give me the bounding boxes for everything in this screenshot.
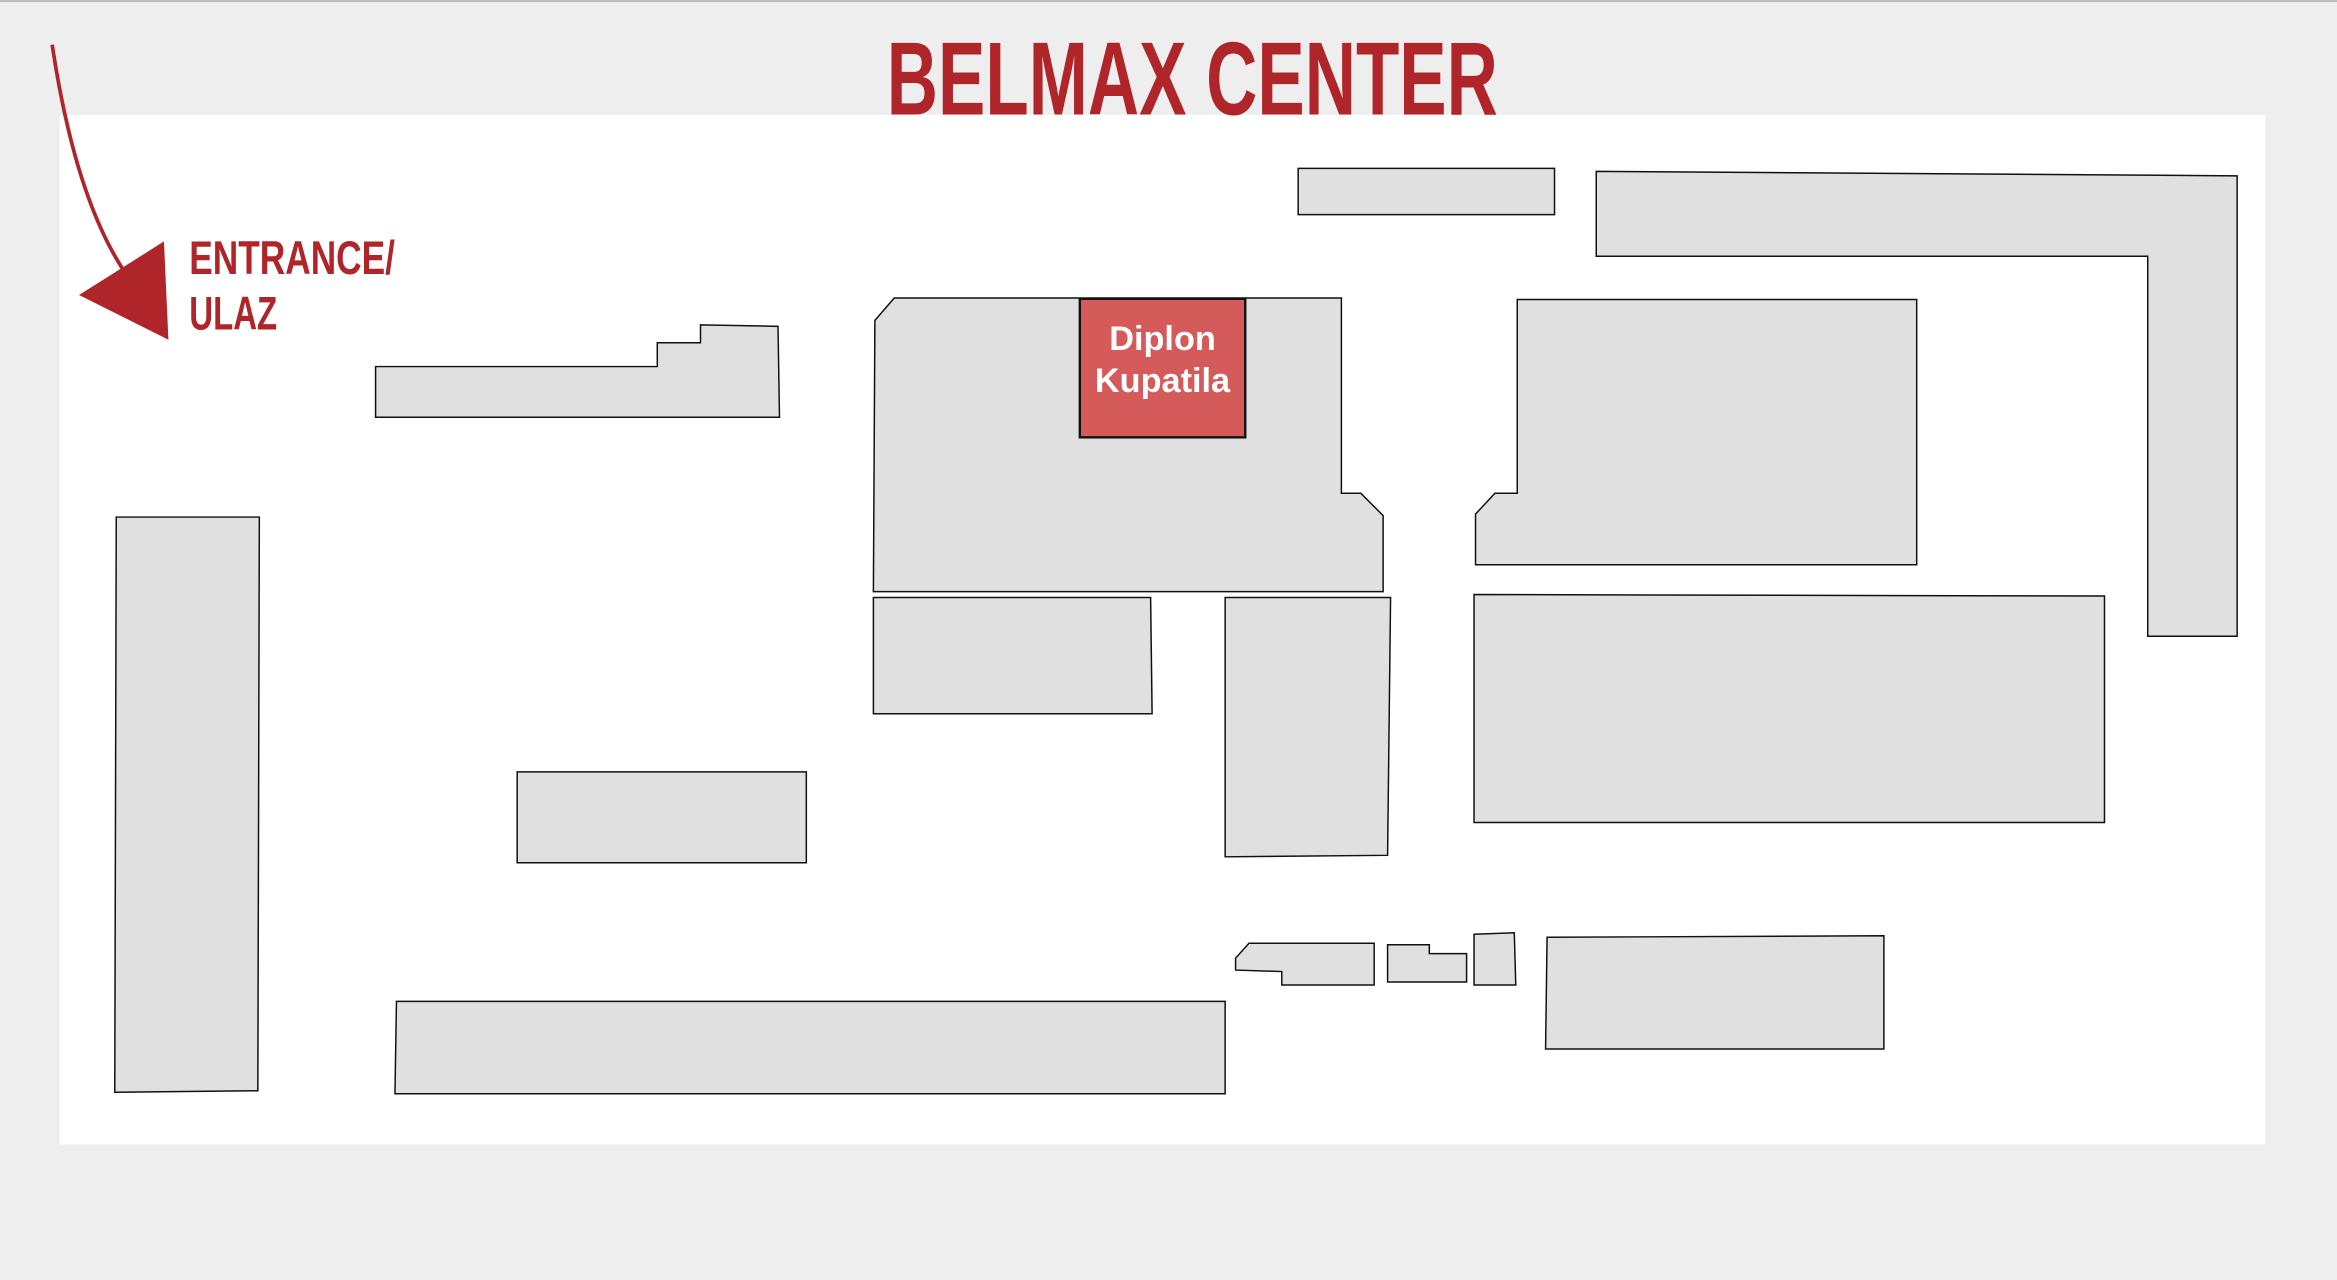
entrance-arrow-icon — [78, 241, 169, 340]
store-block[interactable] — [1234, 942, 1375, 986]
store-block[interactable] — [114, 516, 261, 1093]
store-block[interactable] — [1297, 167, 1556, 216]
highlighted-store-diplon-kupatila[interactable]: Diplon Kupatila — [1078, 297, 1247, 439]
store-block[interactable] — [394, 1000, 1226, 1095]
store-block[interactable] — [872, 596, 1153, 715]
store-block[interactable] — [1224, 596, 1392, 858]
store-name-line1: Diplon — [1109, 320, 1216, 358]
store-block[interactable] — [872, 297, 1384, 593]
store-block[interactable] — [1474, 298, 1918, 566]
highlighted-store-shape[interactable] — [1078, 297, 1247, 439]
entrance-arrow-line — [50, 44, 124, 270]
store-name-line2: Kupatila — [1095, 362, 1231, 400]
store-block[interactable] — [1386, 943, 1468, 983]
store-block[interactable] — [1544, 935, 1885, 1050]
store-block[interactable] — [374, 324, 781, 418]
entrance-label: ENTRANCE/ — [189, 232, 395, 285]
store-block[interactable] — [1473, 932, 1517, 986]
map-title: BELMAX CENTER — [887, 22, 1498, 138]
entrance-label-local: ULAZ — [189, 287, 277, 340]
store-block[interactable] — [516, 771, 808, 864]
store-block[interactable] — [1595, 170, 2238, 638]
store-block[interactable] — [1473, 593, 2106, 824]
